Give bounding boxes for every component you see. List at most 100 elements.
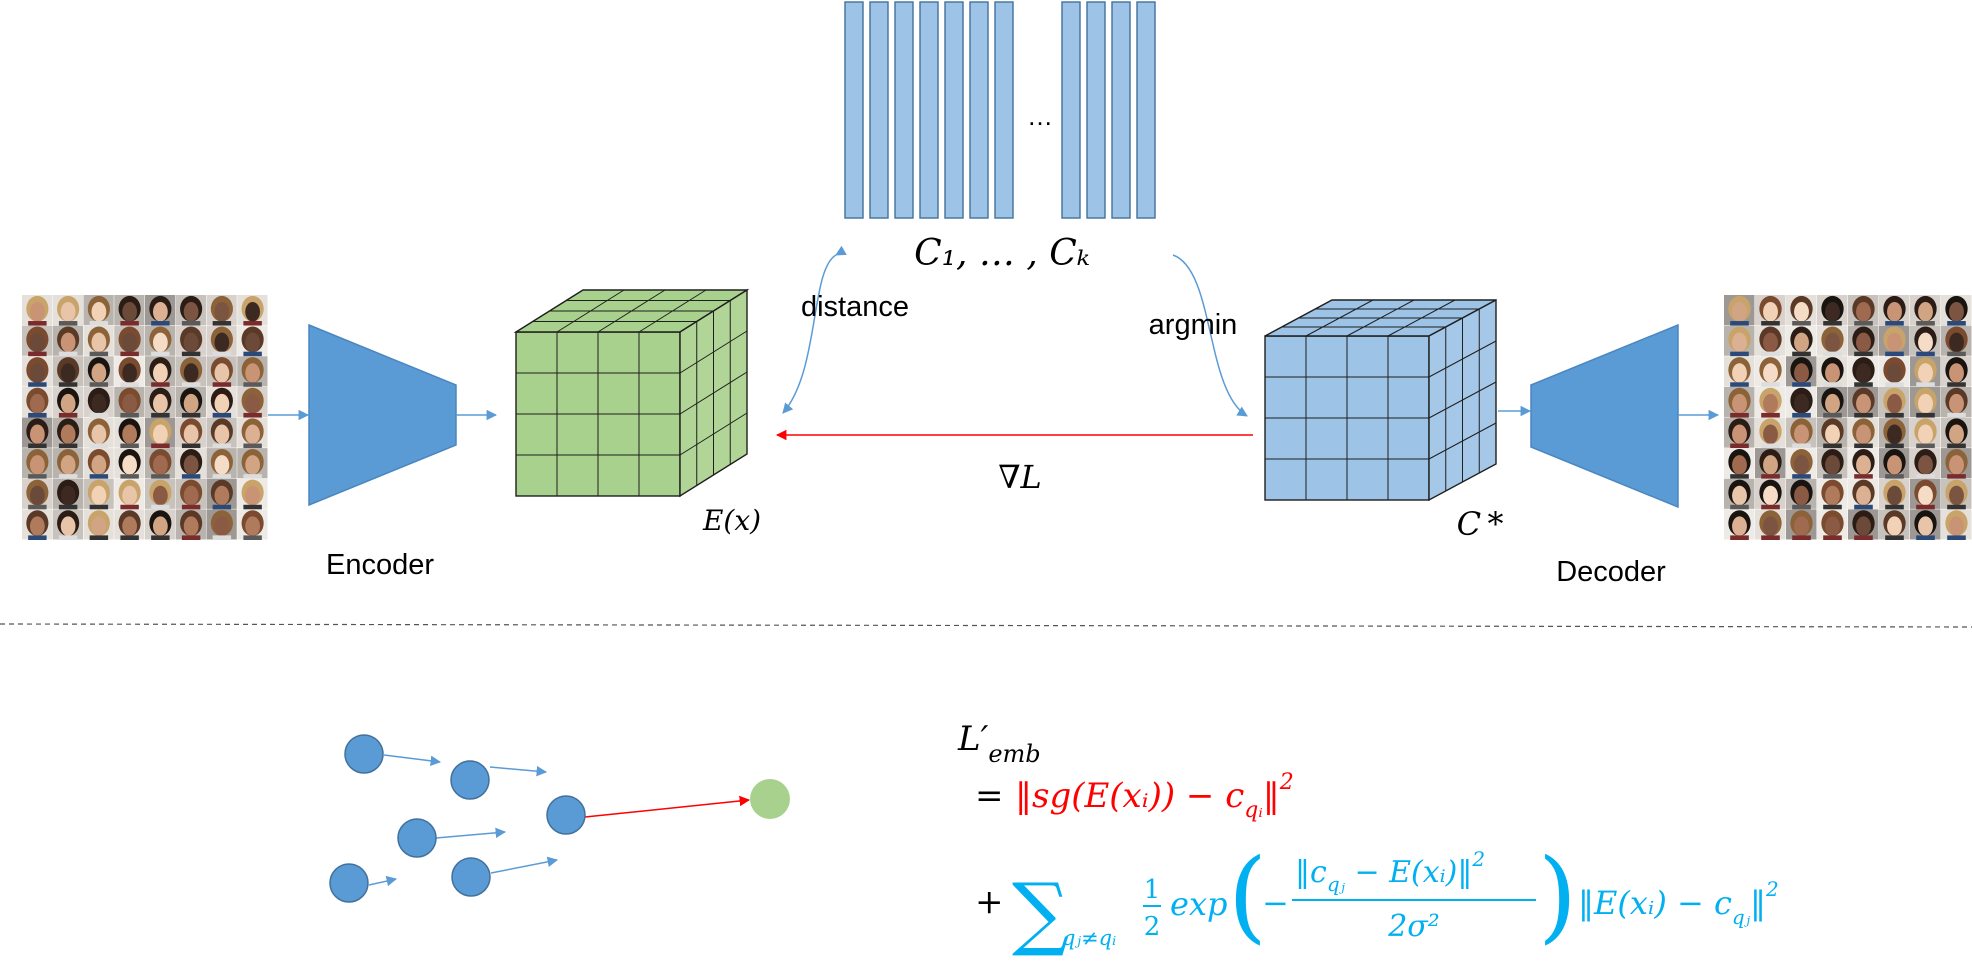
face-clothes [1823,504,1842,510]
face-skin [1825,302,1840,322]
face-clothes [1761,351,1780,357]
face-skin [1949,455,1964,475]
face-skin [29,485,45,506]
face-skin [1825,363,1840,383]
face-clothes [1854,412,1873,418]
face-clothes [1885,382,1904,387]
face-skin [1763,363,1778,383]
face-skin [60,332,76,353]
face-clothes [89,474,109,479]
face-skin [152,485,168,506]
formula-lhs: L′ [957,719,989,759]
codebook-vector [894,1,914,219]
face-clothes [181,474,201,479]
face-clothes [151,535,170,540]
face-clothes [120,535,139,540]
face-clothes [1916,535,1935,540]
face-clothes [89,535,109,540]
formula-tail-sub: qⱼ [1732,905,1751,929]
face-skin [214,302,230,322]
face-skin [1887,332,1902,353]
face-skin [214,332,230,353]
face-skin [29,516,45,537]
face-clothes [58,474,78,479]
face-skin [1918,332,1933,353]
face-skin [1856,485,1871,506]
face-skin [245,302,261,322]
face-clothes [89,504,109,510]
face-skin [1856,363,1871,383]
face-clothes [89,351,109,357]
face-clothes [1730,535,1749,540]
face-clothes [89,443,109,449]
gradient-label: ∇L [998,458,1042,496]
face-clothes [1823,321,1842,326]
formula-tail: ‖E(xᵢ) − c [1578,884,1732,922]
formula-red-term: ‖sg(E(xᵢ)) − c [1015,776,1244,816]
face-skin [214,516,230,537]
face-clothes [1792,504,1811,510]
face-clothes [1730,321,1749,326]
face-clothes [1730,474,1749,479]
face-clothes [1823,443,1842,449]
face-skin [122,363,138,383]
face-clothes [1730,351,1749,357]
face-clothes [1854,443,1873,449]
face-skin [183,363,199,383]
face-skin [1794,332,1809,353]
face-clothes [151,412,170,418]
face-skin [29,332,45,353]
face-clothes [212,321,232,326]
face-skin [1856,332,1871,353]
formula-right-paren: ) [1538,837,1577,954]
face-skin [122,302,138,322]
face-skin [1887,516,1902,537]
decoder-label: Decoder [1556,556,1666,588]
face-clothes [1761,412,1780,418]
face-clothes [28,443,47,449]
face-skin [152,363,168,383]
face-clothes [28,382,47,387]
embedding-point [451,857,491,897]
embedding-point [329,863,369,903]
face-clothes [1761,382,1780,387]
face-skin [1856,516,1871,537]
face-clothes [1916,412,1935,418]
face-skin [60,516,76,537]
face-skin [91,393,107,414]
face-skin [91,516,107,537]
face-skin [1825,393,1840,414]
distance-arrow [782,245,847,414]
face-skin [1856,302,1871,322]
formula-red-subscript: qᵢ [1244,798,1263,823]
face-clothes [1761,535,1780,540]
face-clothes [243,474,262,479]
face-skin [1825,516,1840,537]
codebook-vector [869,1,889,219]
formula-exp: exp [1170,885,1227,923]
face-skin [29,363,45,383]
formula-red-close: ‖ [1263,776,1280,816]
formula-half-denominator: 2 [1144,912,1161,942]
face-skin [152,516,168,537]
face-clothes [120,382,139,387]
face-skin [1732,516,1747,537]
face-clothes [120,474,139,479]
face-clothes [1916,321,1935,326]
face-skin [1918,393,1933,414]
face-skin [245,455,261,475]
face-clothes [212,535,232,540]
face-skin [60,302,76,322]
face-clothes [1854,504,1873,510]
face-clothes [1947,504,1966,510]
face-clothes [181,382,201,387]
face-skin [1825,332,1840,353]
svg-text:L′emb: L′emb [957,719,1041,768]
face-skin [1918,424,1933,445]
codebook-vector [969,1,989,219]
face-skin [183,424,199,445]
face-clothes [1823,474,1842,479]
face-clothes [1792,412,1811,418]
face-skin [1856,424,1871,445]
